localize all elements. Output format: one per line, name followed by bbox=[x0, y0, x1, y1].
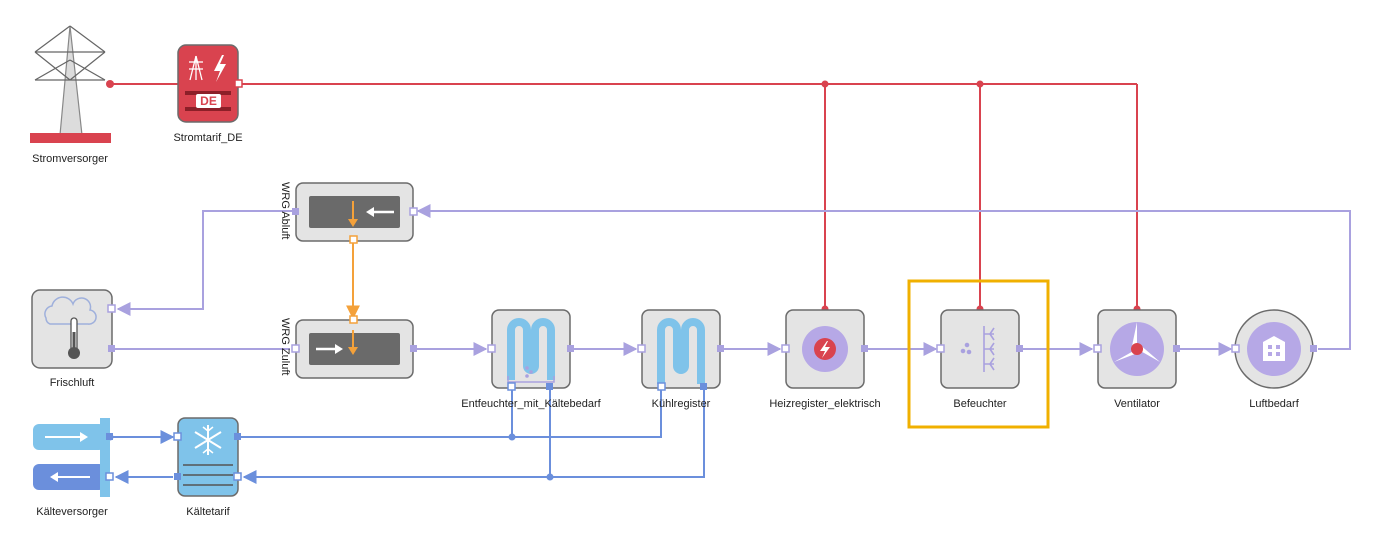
humidifier-icon bbox=[960, 326, 995, 372]
label-stromversorger: Stromversorger bbox=[32, 153, 108, 165]
block-kaeltetarif[interactable] bbox=[173, 417, 242, 497]
block-befeuchter[interactable] bbox=[907, 279, 1050, 429]
block-kuehlregister[interactable] bbox=[637, 309, 724, 391]
air-connections bbox=[114, 204, 1351, 356]
cold-port[interactable] bbox=[657, 382, 666, 391]
air-port[interactable] bbox=[410, 345, 417, 352]
cold-line-flow[interactable] bbox=[240, 387, 662, 438]
air-port[interactable] bbox=[781, 344, 790, 353]
air-port[interactable] bbox=[1173, 345, 1180, 352]
air-line-exhaust[interactable] bbox=[116, 210, 293, 316]
fan-icon bbox=[1110, 322, 1164, 376]
label-luftbedarf: Luftbedarf bbox=[1249, 398, 1299, 410]
air-port[interactable] bbox=[861, 345, 868, 352]
power-connections bbox=[110, 83, 1138, 309]
cold-port[interactable] bbox=[700, 383, 707, 390]
label-kaelteversorger: Kälteversorger bbox=[36, 506, 108, 518]
label-wrg-abluft: WRG Abluft bbox=[279, 182, 291, 240]
block-wrg-abluft[interactable] bbox=[292, 182, 418, 244]
cooling-coil-icon bbox=[657, 318, 705, 384]
label-ventilator: Ventilator bbox=[1114, 398, 1160, 410]
cold-junction-dot bbox=[508, 433, 516, 441]
air-port[interactable] bbox=[292, 208, 299, 215]
cold-connections bbox=[112, 387, 705, 484]
cold-port[interactable] bbox=[233, 472, 242, 481]
tariff-lines bbox=[183, 464, 233, 486]
air-port[interactable] bbox=[637, 344, 646, 353]
cold-port[interactable] bbox=[174, 473, 181, 480]
tariff-icon bbox=[185, 55, 231, 111]
block-kaelteversorger[interactable] bbox=[33, 418, 114, 497]
cold-port[interactable] bbox=[105, 472, 114, 481]
block-entfeuchter[interactable] bbox=[487, 309, 574, 391]
power-tower-icon bbox=[34, 25, 106, 136]
power-junction-dot bbox=[976, 80, 984, 88]
cold-supply-icon bbox=[33, 418, 110, 497]
air-port[interactable] bbox=[717, 345, 724, 352]
air-line-return[interactable] bbox=[416, 204, 1351, 350]
air-port[interactable] bbox=[567, 345, 574, 352]
power-port[interactable] bbox=[234, 79, 243, 88]
block-wrg-zuluft[interactable] bbox=[291, 315, 417, 379]
dehumidifier-coil-icon bbox=[507, 318, 555, 383]
ground-bar bbox=[30, 133, 111, 143]
cold-port[interactable] bbox=[173, 432, 182, 441]
label-frischluft: Frischluft bbox=[49, 377, 95, 389]
snowflake-icon bbox=[194, 425, 222, 455]
label-entfeuchter: Entfeuchter_mit_Kältebedarf bbox=[461, 398, 601, 410]
label-wrg-zuluft: WRG Zuluft bbox=[279, 318, 291, 376]
block-stromtarif[interactable] bbox=[177, 44, 243, 123]
label-kuehlregister: Kühlregister bbox=[651, 398, 711, 410]
heat-exchanger-icon bbox=[309, 196, 400, 228]
air-port[interactable] bbox=[1093, 344, 1102, 353]
label-kaeltetarif: Kältetarif bbox=[186, 506, 230, 518]
air-port[interactable] bbox=[936, 344, 945, 353]
heat-connection bbox=[346, 236, 360, 320]
label-befeuchter: Befeuchter bbox=[953, 398, 1007, 410]
cold-port[interactable] bbox=[546, 383, 553, 390]
air-port[interactable] bbox=[487, 344, 496, 353]
air-port[interactable] bbox=[1310, 345, 1317, 352]
block-ventilator[interactable] bbox=[1093, 309, 1180, 389]
heat-exchanger-icon bbox=[309, 330, 400, 365]
air-port[interactable] bbox=[1231, 344, 1240, 353]
cold-port[interactable] bbox=[106, 433, 113, 440]
heat-port[interactable] bbox=[349, 315, 358, 324]
building-icon bbox=[1247, 322, 1301, 376]
heat-port[interactable] bbox=[349, 235, 358, 244]
label-stromtarif: Stromtarif_DE bbox=[173, 132, 243, 144]
electric-heater-icon bbox=[802, 326, 848, 372]
power-junction-dot bbox=[821, 80, 829, 88]
air-port[interactable] bbox=[291, 344, 300, 353]
weather-icon bbox=[44, 296, 97, 359]
cold-port[interactable] bbox=[507, 382, 516, 391]
selection-frame bbox=[907, 279, 1050, 429]
air-port[interactable] bbox=[409, 207, 418, 216]
air-port[interactable] bbox=[1016, 345, 1023, 352]
power-junctions bbox=[106, 80, 1141, 313]
label-heizregister: Heizregister_elektrisch bbox=[769, 398, 881, 410]
power-port-dot bbox=[106, 80, 114, 88]
cold-junction-dot bbox=[546, 473, 554, 481]
block-stromversorger[interactable] bbox=[30, 25, 111, 143]
cold-port[interactable] bbox=[234, 433, 241, 440]
tariff-badge: DE bbox=[200, 94, 217, 108]
block-luftbedarf[interactable] bbox=[1231, 309, 1317, 389]
block-heizregister[interactable] bbox=[781, 309, 868, 389]
cold-line-return[interactable] bbox=[242, 387, 705, 484]
air-port[interactable] bbox=[107, 304, 116, 313]
block-frischluft[interactable] bbox=[31, 289, 116, 369]
air-port[interactable] bbox=[108, 345, 115, 352]
